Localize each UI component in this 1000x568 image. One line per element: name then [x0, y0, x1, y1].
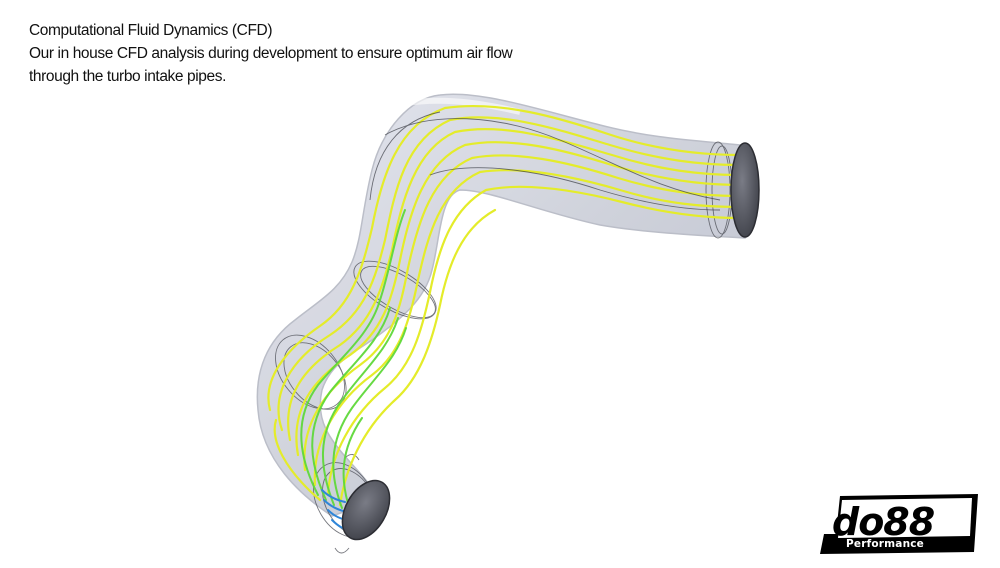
pipe-body	[256, 93, 746, 517]
caption-title: Computational Fluid Dynamics (CFD)	[29, 22, 273, 39]
caption-line-1: Our in house CFD analysis during develop…	[29, 45, 513, 62]
brand-logo: do88 Performance	[818, 494, 980, 556]
streamlines-mid-velocity	[300, 209, 407, 511]
caption-line-2: through the turbo intake pipes.	[29, 68, 226, 85]
outlet-cap	[730, 142, 760, 238]
caption: Computational Fluid Dynamics (CFD) Our i…	[29, 19, 513, 88]
pipe-contours	[369, 111, 721, 211]
streamlines-high-velocity	[267, 104, 742, 507]
logo-brand: do88	[832, 500, 935, 544]
logo-tagline: Performance	[846, 538, 925, 550]
inlet-cap	[341, 479, 391, 541]
